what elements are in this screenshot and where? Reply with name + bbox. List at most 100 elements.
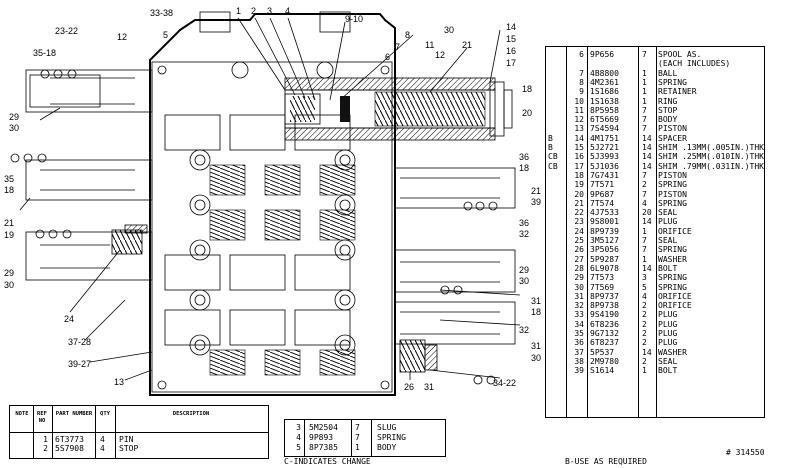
body-plugs [189,61,356,356]
parts-cell-qty: 2 [642,310,647,320]
parts-cell-part: 9G7132 [590,329,619,338]
callout-left-5: 35 [4,174,14,184]
callout-right-14: 30 [531,353,541,363]
callout-top-2: 2 [251,6,256,16]
parts-cell-part: 7T574 [590,198,615,208]
parts-cell-part: 7T573 [590,273,615,283]
callout-left-1: 12 [117,32,127,42]
parts-cell-desc: PISTON [658,124,687,134]
parts-cell-qty: 7 [642,105,647,115]
leader-lines [19,17,521,381]
parts-cell-desc: SPRING [658,273,687,283]
parts-cell-qty: 14 [642,152,652,162]
table-row: 29 7T573 3 SPRING [546,273,764,282]
parts-cell-qty: 14 [642,217,652,227]
parts-cell-qty: 20 [642,208,652,218]
parts-cell-desc: SEAL [658,208,678,218]
parts-cell-part: 9S8001 [590,217,619,227]
callout-top-16: 16 [506,46,516,56]
callout-top-6: 9-10 [345,14,363,24]
parts-cell-ref: 28 [574,263,584,273]
callout-right-1: 20 [522,108,532,118]
callout-top-3: 3 [267,6,272,16]
callout-right-5: 39 [531,197,541,207]
parts-cell-qty: 7 [642,115,647,125]
parts-cell-desc: STOP [658,105,678,115]
parts-cell-part: 4M1751 [590,133,619,143]
callout-top-0: 33-38 [150,8,173,18]
callout-labels: 33-38 1 2 3 4 5 9-10 8 7 6 11 12 30 21 1… [4,6,541,392]
parts-cell-desc: SPOOL AS. [658,50,702,59]
parts-cell-ref: 18 [574,170,584,180]
callout-right-12: 32 [519,325,529,335]
parts-cell-ref: 20 [574,189,584,199]
parts-cell-qty: 2 [642,180,647,190]
table-row: 1 6T3773 4 PIN [43,435,134,444]
parts-cell-qty: 7 [642,170,647,180]
parts-cell-ref: 35 [574,329,584,338]
callout-right-15: 34-22 [493,378,516,388]
parts-cell-part: 5J2721 [590,143,619,152]
parts-cell-desc: PLUG [658,217,678,227]
body-springs [209,164,356,376]
parts-cell-ref: 32 [574,301,584,311]
parts-cell-part: S1614 [590,366,615,376]
parts-cell-part: 4J7533 [590,208,619,218]
parts-cell-qty: 14 [642,347,652,357]
callout-top-1: 1 [236,6,241,16]
parts-cell-desc: SPRING [658,198,687,208]
parts-cell-qty: 2 [642,329,647,338]
footnote-c-change: C-INDICATES CHANGE [284,457,371,466]
callout-right-9: 30 [519,276,529,286]
parts-cell-qty: 1 [642,96,647,106]
parts-cell-part: 4M2361 [590,77,619,87]
parts-cell-ref: 29 [574,273,584,283]
header-part: PART NUMBER [55,411,93,417]
parts-cell-ref: 30 [574,282,584,292]
callout-top-11: 12 [435,50,445,60]
callout-left-11: 24 [64,314,74,324]
parts-cell-qty: 1 [642,254,647,264]
ref-table-header: NOTE REF NO PART NUMBER QTY DESCRIPTION [10,406,268,433]
parts-cell-qty: 3 [642,273,647,283]
table-row: (EACH INCLUDES) [546,59,764,68]
parts-cell-qty: 2 [642,301,647,311]
callout-left-8: 19 [4,230,14,240]
parts-cell-qty: 5 [642,282,647,292]
parts-cell-ref: 21 [574,198,584,208]
parts-cell-part: 6T8236 [590,319,619,329]
parts-cell-part: 2M9780 [590,356,619,366]
callout-top-7: 8 [405,30,410,40]
parts-cell-part: 3M5127 [590,236,619,245]
header-desc: DESCRIPTION [172,411,210,417]
parts-cell-part: 5P537 [590,347,615,357]
header-ref: REF NO [37,411,47,424]
parts-cell-ref: 37 [574,347,584,357]
footnote-b-use: B-USE AS REQUIRED [565,457,647,466]
parts-cell-note: B [548,133,553,143]
callout-right-6: 36 [519,218,529,228]
parts-cell-desc: PISTON [658,170,687,180]
parts-cell-part: 5J3993 [590,152,619,162]
parts-cell-part: 1S1638 [590,96,619,106]
parts-cell-qty: 7 [642,50,647,59]
callout-right-2: 36 [519,152,529,162]
parts-cell-desc: PLUG [658,319,678,329]
parts-cell-ref: 15 [574,143,584,152]
